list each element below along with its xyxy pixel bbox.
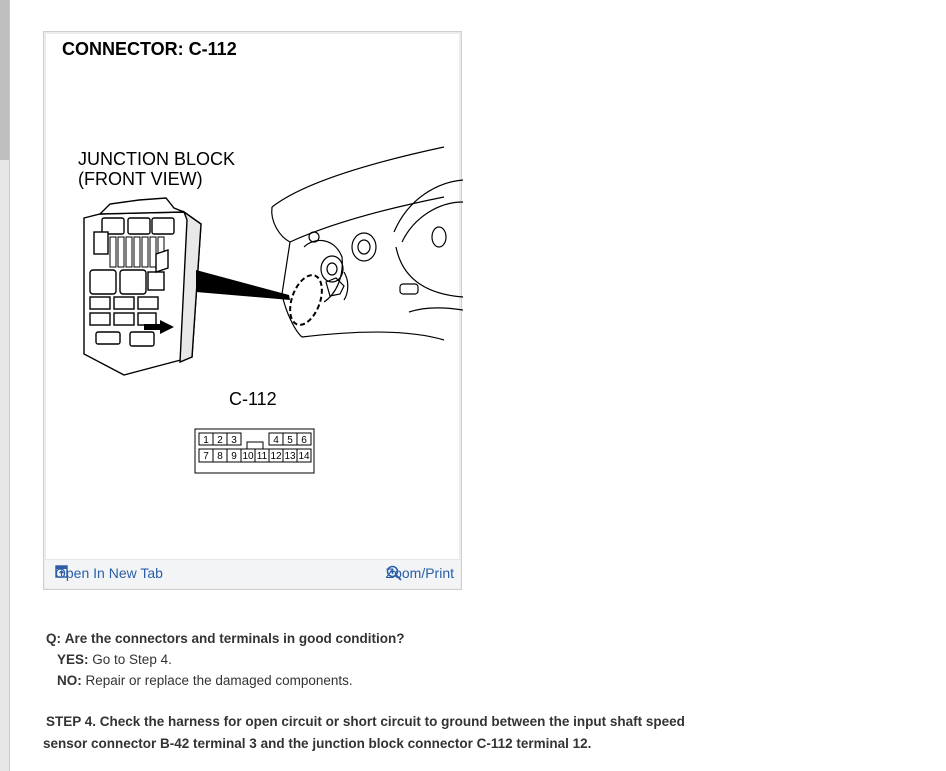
junction-block-label: JUNCTION BLOCK (78, 149, 235, 169)
figure-title: CONNECTOR: C-112 (62, 39, 237, 59)
pin-3: 3 (231, 435, 237, 446)
figure-footer: Open In New Tab Zoom/Print (45, 559, 460, 588)
connector-location-highlight (289, 274, 323, 326)
pin-1: 1 (203, 435, 209, 446)
step-4-block: STEP 4. Check the harness for open circu… (43, 711, 703, 755)
open-in-new-tab-link[interactable]: Open In New Tab (55, 565, 163, 581)
connector-label: C-112 (229, 389, 277, 409)
connector-face (194, 428, 315, 474)
pin-2: 2 (217, 435, 223, 446)
question-line: Q: Are the connectors and terminals in g… (46, 628, 746, 649)
leader-wedge (196, 270, 290, 300)
open-new-tab-icon (55, 565, 68, 578)
question-label: Q: (46, 631, 61, 646)
yes-line: YES: Go to Step 4. (46, 649, 746, 670)
arrow-icon (144, 320, 174, 334)
dashboard-drawing (271, 146, 463, 341)
yes-label: YES: (57, 652, 89, 667)
page-scrollbar[interactable] (0, 0, 10, 771)
question-block: Q: Are the connectors and terminals in g… (46, 628, 746, 691)
zoom-in-icon (386, 565, 402, 581)
pin-6: 6 (301, 435, 307, 446)
pin-8: 8 (217, 451, 223, 462)
zoom-print-link[interactable]: Zoom/Print (386, 565, 454, 581)
pin-5: 5 (287, 435, 293, 446)
step-4-line-2: sensor connector B-42 terminal 3 and the… (43, 736, 592, 751)
no-line: NO: Repair or replace the damaged compon… (46, 670, 746, 691)
step-4-line-1: STEP 4. Check the harness for open circu… (46, 714, 685, 729)
connector-figure-card: CONNECTOR: C-112 JUNCTION BLOCK (FRONT V… (43, 31, 463, 590)
connector-diagram: CONNECTOR: C-112 JUNCTION BLOCK (FRONT V… (62, 39, 463, 474)
zoom-print-label: Zoom/Print (385, 565, 454, 581)
no-label: NO: (57, 673, 82, 688)
pin-11: 11 (257, 451, 268, 462)
pin-9: 9 (231, 451, 237, 462)
pin-13: 13 (284, 451, 296, 462)
open-in-new-tab-label: Open In New Tab (55, 565, 163, 581)
pin-14: 14 (298, 451, 310, 462)
no-text: Repair or replace the damaged components… (85, 673, 353, 688)
question-text: Are the connectors and terminals in good… (64, 631, 405, 646)
front-view-label: (FRONT VIEW) (78, 169, 203, 189)
scrollbar-thumb[interactable] (0, 0, 9, 160)
pin-12: 12 (270, 451, 282, 462)
pin-10: 10 (242, 451, 254, 462)
pin-4: 4 (273, 435, 279, 446)
yes-text: Go to Step 4. (92, 652, 172, 667)
pin-7: 7 (203, 451, 209, 462)
junction-block-drawing (83, 197, 202, 376)
